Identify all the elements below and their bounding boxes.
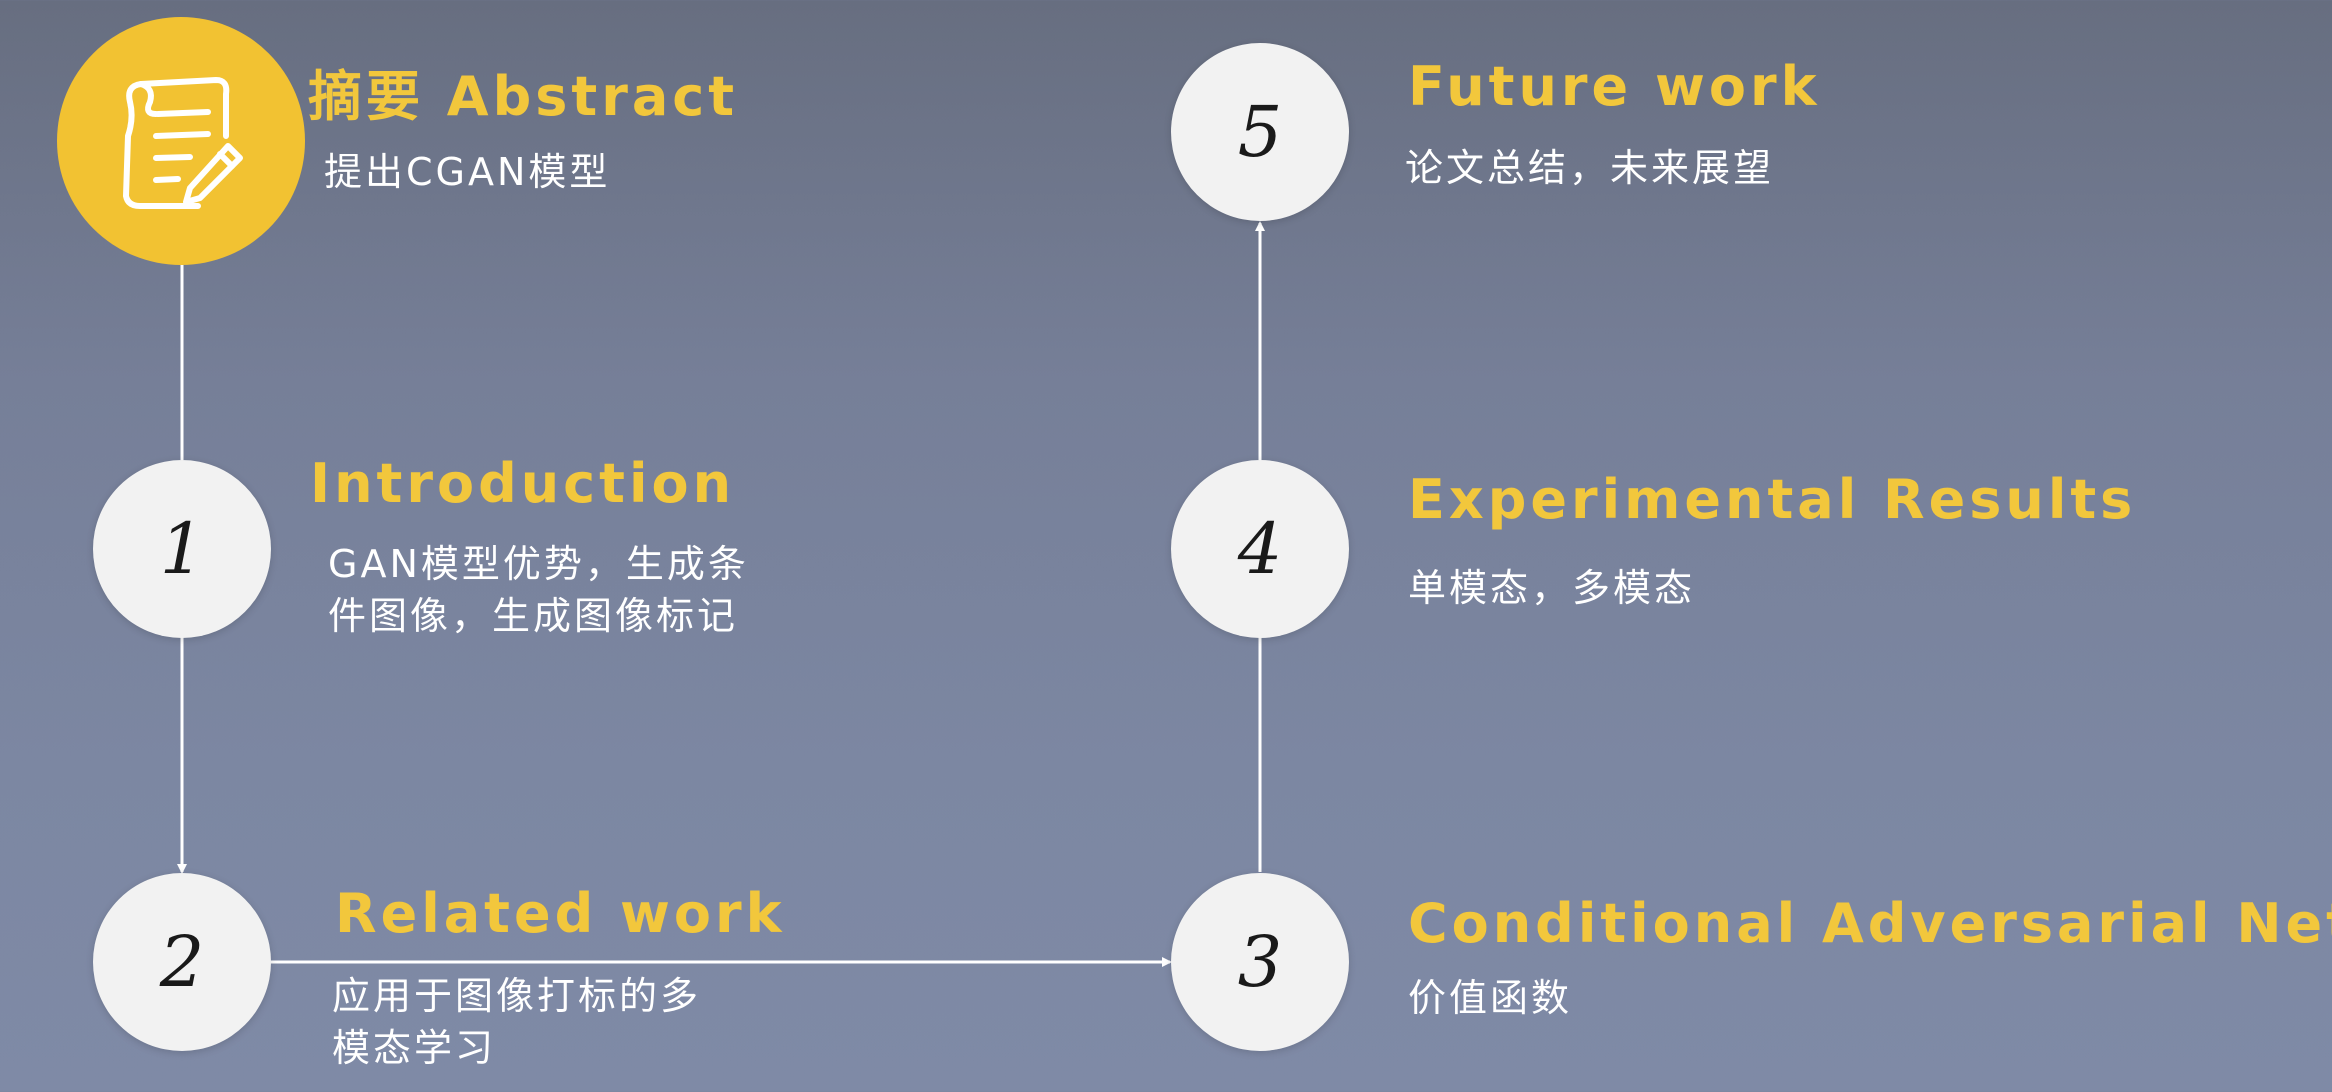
abstract-description: 提出CGAN模型 <box>324 150 611 194</box>
step-title-4: Experimental Results <box>1408 468 2137 531</box>
step-node-4: 4 <box>1171 460 1349 638</box>
step-description-4: 单模态，多模态 <box>1408 566 1696 610</box>
step-description-2: 应用于图像打标的多 模态学习 <box>332 974 702 1070</box>
step-number-3: 3 <box>1237 921 1283 1003</box>
step-node-3: 3 <box>1171 873 1349 1051</box>
step-number-5: 5 <box>1237 91 1283 173</box>
step-description-5: 论文总结，未来展望 <box>1405 146 1775 190</box>
step-node-1: 1 <box>93 460 271 638</box>
document-pen-icon <box>123 77 243 209</box>
step-title-2: Related work <box>335 882 786 945</box>
step-node-5: 5 <box>1171 43 1349 221</box>
step-number-4: 4 <box>1237 508 1283 590</box>
step-title-3: Conditional Adversarial Nets <box>1408 892 2332 955</box>
abstract-node <box>57 17 305 265</box>
step-title-5: Future work <box>1408 55 1821 118</box>
step-number-2: 2 <box>159 921 205 1003</box>
abstract-title: 摘要 Abstract <box>308 65 739 128</box>
step-description-3: 价值函数 <box>1408 976 1573 1020</box>
step-node-2: 2 <box>93 873 271 1051</box>
step-title-1: Introduction <box>310 452 736 515</box>
step-number-1: 1 <box>159 508 205 590</box>
step-description-1: GAN模型优势，生成条 件图像，生成图像标记 <box>328 542 749 638</box>
